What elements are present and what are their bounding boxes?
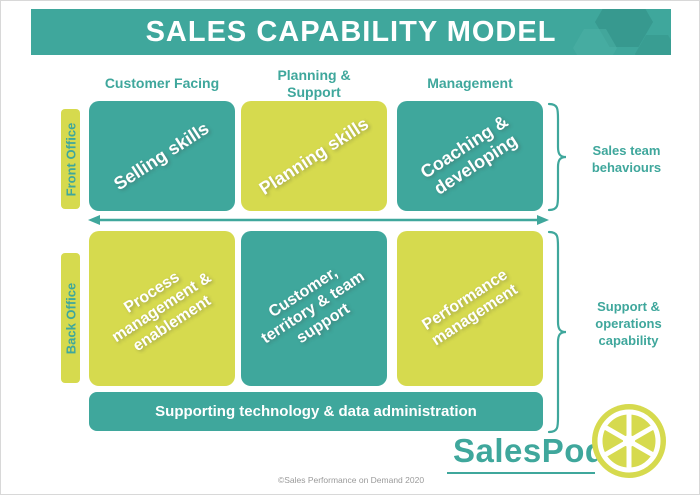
box-planning-skills-label: Planning skills: [255, 112, 373, 199]
box-coaching-developing: Coaching & developing: [397, 101, 543, 211]
bottom-bar-label: Supporting technology & data administrat…: [155, 403, 477, 420]
box-planning-skills: Planning skills: [241, 101, 387, 211]
box-process-management: Process management & enablement: [89, 231, 235, 386]
copyright-text: ©Sales Performance on Demand 2020: [277, 475, 425, 485]
box-customer-territory-support-label: Customer, territory & team support: [259, 264, 369, 348]
column-header-planning-support: Planning & Support: [277, 67, 351, 100]
box-selling-skills: Selling skills: [89, 101, 235, 211]
row-label-front-office: Front Office: [61, 109, 80, 209]
box-performance-management-label: Performance management: [418, 266, 521, 350]
box-process-management-label: Process management & enablement: [108, 268, 215, 355]
hexagon-decoration-icon: [635, 35, 671, 55]
box-selling-skills-label: Selling skills: [110, 117, 213, 194]
box-coaching-developing-label: Coaching & developing: [416, 111, 521, 199]
box-performance-management: Performance management: [397, 231, 543, 386]
row-label-back-office: Back Office: [61, 253, 80, 383]
title-banner: SALES CAPABILITY MODEL: [31, 9, 671, 55]
column-header-management: Management: [427, 75, 513, 91]
curly-brace-front-icon: [547, 102, 567, 212]
back-office-label: Back Office: [63, 282, 79, 354]
bottom-bar-supporting-technology: Supporting technology & data administrat…: [89, 392, 543, 431]
column-header-customer-facing: Customer Facing: [104, 75, 220, 91]
curly-brace-back-icon: [547, 230, 567, 434]
bracket-label-support-operations: Support & operations capability: [595, 299, 662, 348]
logo-text: SalesPod: [453, 432, 606, 469]
double-headed-arrow-icon: [88, 215, 549, 225]
logo-underline: [447, 472, 595, 474]
pod-wheel-icon: [592, 404, 666, 478]
box-customer-territory-support: Customer, territory & team support: [241, 231, 387, 386]
page-title: SALES CAPABILITY MODEL: [145, 15, 557, 48]
bracket-label-sales-team-behaviours: Sales team behaviours: [591, 143, 662, 175]
front-office-label: Front Office: [63, 122, 79, 196]
